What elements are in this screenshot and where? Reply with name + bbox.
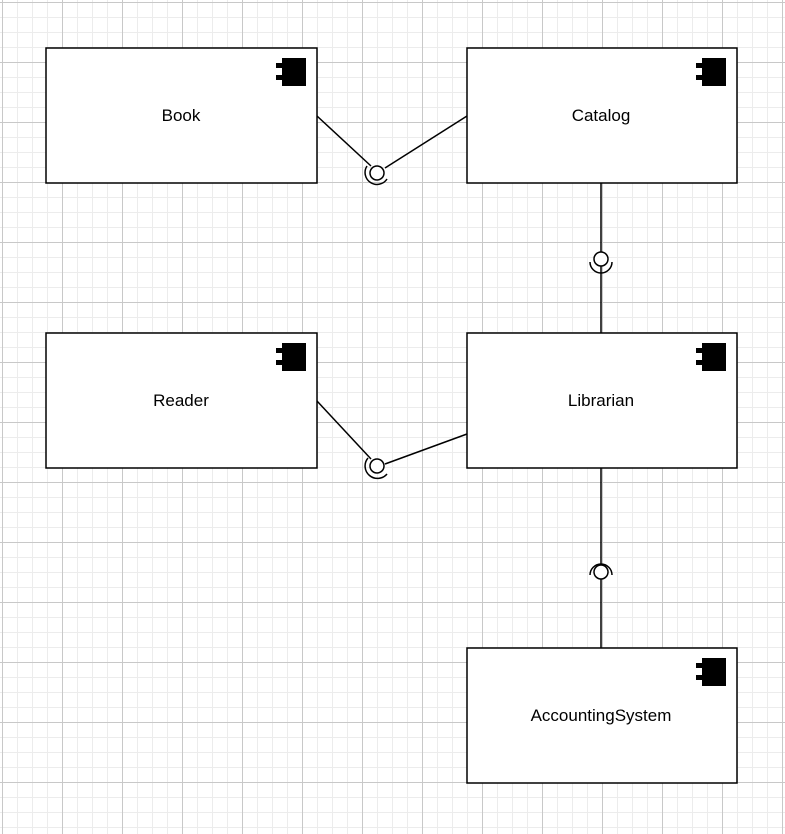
component-label: Book [162, 106, 201, 125]
interface-socket [589, 261, 613, 274]
component-accounting-system[interactable]: AccountingSystem [466, 647, 738, 784]
component-label: Catalog [572, 106, 631, 125]
connector-book-catalog[interactable] [316, 115, 468, 186]
component-librarian[interactable]: Librarian [466, 332, 738, 469]
component-book[interactable]: Book [45, 47, 318, 184]
interface-socket [589, 563, 613, 576]
component-reader[interactable]: Reader [45, 332, 318, 469]
component-label: Reader [153, 391, 209, 410]
interface-socket [364, 165, 388, 186]
interface-socket [364, 457, 388, 480]
component-label: Librarian [568, 391, 634, 410]
interface-ball [369, 165, 385, 181]
connector-catalog-librarian[interactable] [589, 183, 613, 333]
component-label: AccountingSystem [531, 706, 672, 725]
interface-ball [593, 251, 609, 267]
interface-ball [369, 458, 385, 474]
interface-ball [593, 564, 609, 580]
connector-librarian-accounting[interactable] [589, 468, 613, 648]
connector-reader-librarian[interactable] [316, 400, 468, 480]
component-catalog[interactable]: Catalog [466, 47, 738, 184]
